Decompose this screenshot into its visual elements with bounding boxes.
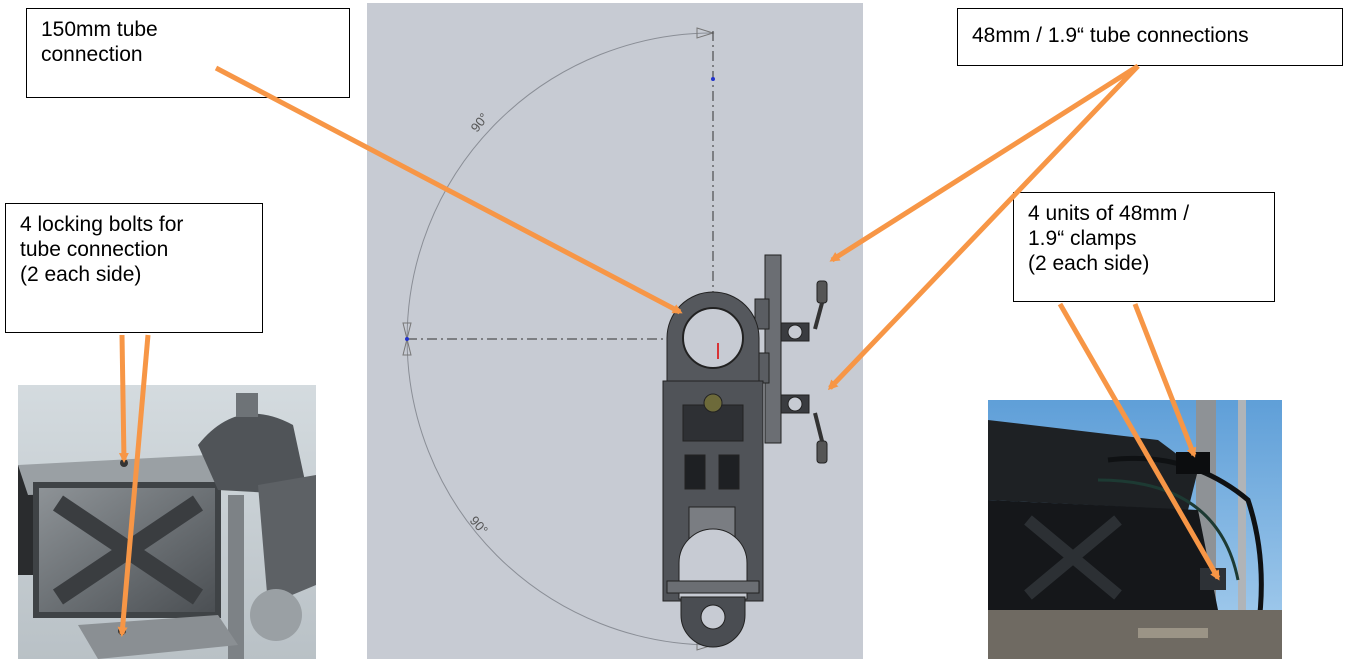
photo-locking-bolts bbox=[18, 385, 316, 659]
callout-150mm-tube: 150mm tube connection bbox=[26, 8, 350, 98]
angle-label-bottom: 90° bbox=[467, 513, 491, 538]
crossbar bbox=[666, 580, 760, 594]
bracket-upper bbox=[754, 298, 770, 330]
pivot-hub bbox=[703, 393, 723, 413]
arm-panel-3 bbox=[718, 454, 740, 490]
tube-bore bbox=[682, 307, 744, 369]
lower-frame bbox=[988, 500, 1218, 610]
top-bolt bbox=[236, 393, 258, 417]
callout-clamps: 4 units of 48mm / 1.9“ clamps (2 each si… bbox=[1013, 192, 1275, 302]
mechanism bbox=[662, 254, 828, 648]
callout-locking-bolts: 4 locking bolts for tube connection (2 e… bbox=[5, 203, 263, 333]
clamp-upper bbox=[780, 280, 828, 342]
clamp-top bbox=[1176, 452, 1210, 474]
bottom-bore bbox=[700, 604, 726, 630]
cad-svg: 90° 90° bbox=[402, 27, 828, 651]
photo-clamps bbox=[988, 400, 1282, 659]
photo-right-svg bbox=[988, 400, 1282, 659]
arc-marker-left bbox=[402, 322, 412, 356]
cad-drawing: 90° 90° bbox=[367, 3, 863, 659]
centerline-point-top bbox=[711, 77, 715, 81]
arm-panel-2 bbox=[684, 454, 706, 490]
arc-marker-top bbox=[696, 27, 715, 39]
bolt-top bbox=[120, 459, 128, 467]
centerline-point-left bbox=[405, 337, 409, 341]
pole-thin bbox=[1238, 400, 1246, 659]
handle bbox=[1138, 628, 1208, 638]
clamp-lower bbox=[780, 394, 828, 464]
side-arm bbox=[258, 475, 316, 605]
dome-part bbox=[198, 413, 308, 495]
arm-round bbox=[250, 589, 302, 641]
photo-left-svg bbox=[18, 385, 316, 659]
side-plate bbox=[764, 254, 782, 444]
callout-48mm-tube-connections: 48mm / 1.9“ tube connections bbox=[957, 8, 1343, 66]
clamp-bottom bbox=[1200, 568, 1226, 590]
bottom-plate bbox=[78, 615, 238, 659]
vertical-bar bbox=[228, 495, 244, 659]
ground-equipment bbox=[988, 610, 1282, 659]
bolt-bottom bbox=[118, 627, 126, 635]
